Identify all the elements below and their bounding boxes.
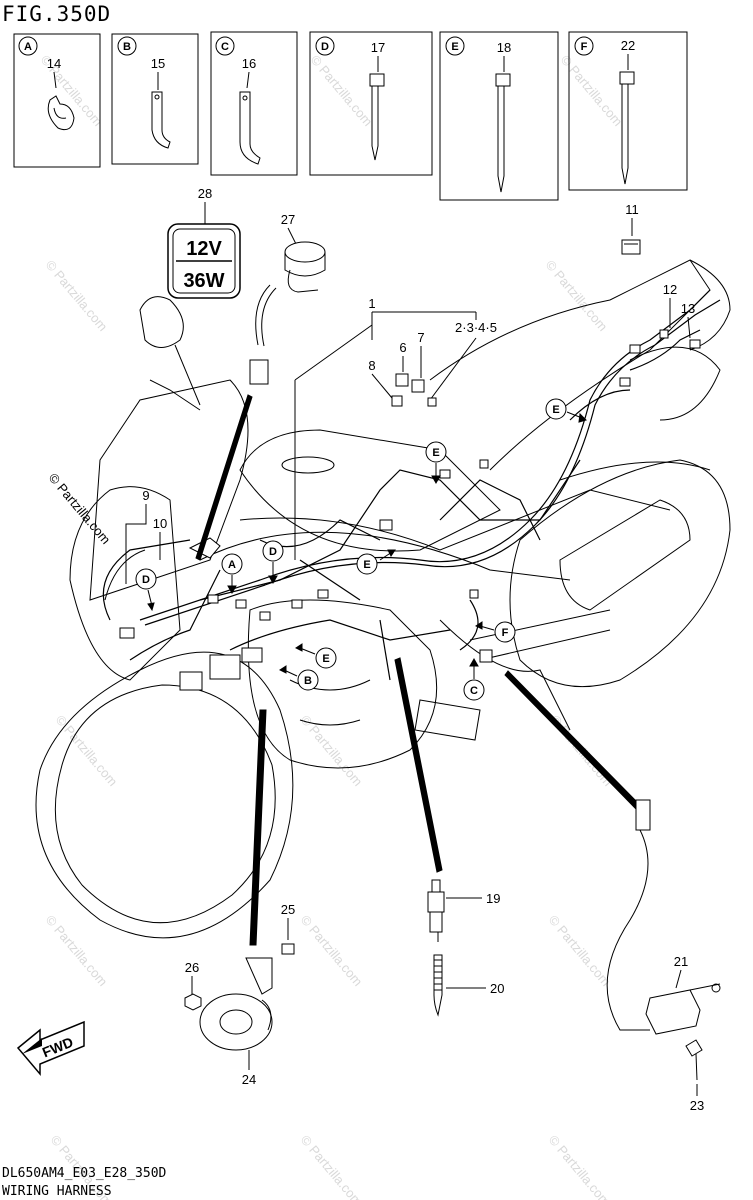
callout-9: 9	[142, 488, 149, 503]
inset-letter-e: E	[451, 41, 458, 53]
front-wheel	[35, 651, 294, 939]
exhaust	[559, 499, 691, 611]
cable-tie-part-18	[495, 73, 511, 193]
callout-7: 7	[417, 330, 424, 345]
accessory-socket-27: 27	[249, 212, 326, 385]
callout-22: 22	[621, 38, 635, 53]
callout-18: 18	[497, 40, 511, 55]
ref-e-lower: E	[322, 653, 329, 665]
ref-f: F	[502, 627, 509, 639]
figure-title: FIG.350D	[2, 2, 112, 26]
inset-letter-d: D	[321, 41, 329, 53]
watermark: © Partzilla.com	[298, 912, 366, 989]
cable-tie-part-17	[369, 73, 385, 161]
horn-body	[199, 993, 273, 1051]
ref-d-left: D	[142, 574, 150, 586]
callout-19: 19	[486, 891, 500, 906]
callout-15: 15	[151, 56, 165, 71]
watermark: © Partzilla.com	[43, 912, 111, 989]
inset-letter-b: B	[123, 41, 131, 53]
harness-connectors	[119, 329, 701, 691]
fuel-tank	[239, 429, 501, 552]
label-voltage: 12V	[186, 238, 222, 260]
inset-box-d: D 17	[309, 31, 433, 176]
socket-rating-label-28: 28 12V 36W	[167, 186, 241, 299]
watermark: © Partzilla.com	[546, 1132, 614, 1200]
relay-group: 1 2·3·4·5 6 7 8	[294, 296, 497, 560]
callout-8: 8	[368, 358, 375, 373]
footer-code: DL650AM4_E03_E28_350D	[2, 1166, 167, 1181]
watermark: © Partzilla.com	[308, 52, 376, 129]
clamp-part-16	[239, 91, 261, 165]
inset-box-b: B 15	[111, 33, 199, 165]
clamp-part-14	[47, 95, 75, 131]
callout-11: 11	[625, 202, 639, 217]
horn-parts-24-26: 25 26 24	[184, 902, 295, 1087]
callout-21: 21	[674, 954, 688, 969]
mirror	[139, 296, 201, 406]
sensor-parts-19-20: 19 20	[427, 879, 504, 1017]
callout-27: 27	[281, 212, 295, 227]
leader-lines	[195, 394, 641, 946]
callout-23: 23	[690, 1098, 704, 1113]
callout-26: 26	[185, 960, 199, 975]
ref-e-center: E	[363, 559, 370, 571]
rear-wheel	[509, 459, 731, 688]
ref-c: C	[470, 685, 478, 697]
watermark-layer: © Partzilla.com © Partzilla.com © Partzi…	[38, 52, 626, 1200]
label-wattage: 36W	[183, 270, 224, 292]
callout-17: 17	[371, 40, 385, 55]
motorcycle-outline	[35, 259, 731, 939]
switch-parts-21-23: 21 23	[606, 799, 721, 1113]
ref-d-center: D	[269, 546, 277, 558]
inset-letter-a: A	[24, 41, 32, 53]
watermark: © Partzilla.com	[546, 912, 614, 989]
callout-1: 1	[368, 296, 375, 311]
watermark-dark: © Partzilla.com	[46, 470, 114, 547]
callout-25: 25	[281, 902, 295, 917]
callout-24: 24	[242, 1072, 256, 1087]
ref-markers: D A D E E E E B F C	[135, 398, 587, 701]
ref-e-right: E	[552, 404, 559, 416]
seat	[429, 259, 711, 471]
watermark: © Partzilla.com	[43, 257, 111, 334]
engine	[247, 599, 438, 769]
inset-box-c: C 16	[210, 31, 298, 176]
ref-e-top: E	[432, 447, 439, 459]
callout-20: 20	[490, 981, 504, 996]
clamp-part-15	[151, 91, 171, 149]
callout-16: 16	[242, 56, 256, 71]
callout-10: 10	[153, 516, 167, 531]
ref-b: B	[304, 675, 312, 687]
inset-box-e: E 18	[439, 31, 559, 201]
footer-name: WIRING HARNESS	[2, 1184, 112, 1199]
callout-28: 28	[198, 186, 212, 201]
watermark: © Partzilla.com	[543, 257, 611, 334]
inset-letter-f: F	[581, 41, 588, 53]
watermark: © Partzilla.com	[298, 712, 366, 789]
rear-parts-11-13: 11 12 13	[621, 202, 695, 339]
callout-14: 14	[47, 56, 61, 71]
wiring-harness	[102, 289, 721, 681]
cable-tie-part-22	[619, 71, 635, 185]
forward-direction-arrow: FWD	[16, 1020, 85, 1077]
watermark: © Partzilla.com	[558, 52, 626, 129]
callout-12: 12	[663, 282, 677, 297]
ref-a: A	[228, 559, 236, 571]
inset-letter-c: C	[221, 41, 229, 53]
callout-13: 13	[681, 301, 695, 316]
callout-2345: 2·3·4·5	[455, 320, 497, 335]
inset-box-f: F 22	[568, 31, 688, 191]
windscreen	[89, 379, 249, 601]
callout-6: 6	[399, 340, 406, 355]
inset-box-a: A 14	[13, 33, 101, 168]
watermark: © Partzilla.com	[298, 1132, 366, 1200]
watermark: © Partzilla.com	[53, 712, 121, 789]
